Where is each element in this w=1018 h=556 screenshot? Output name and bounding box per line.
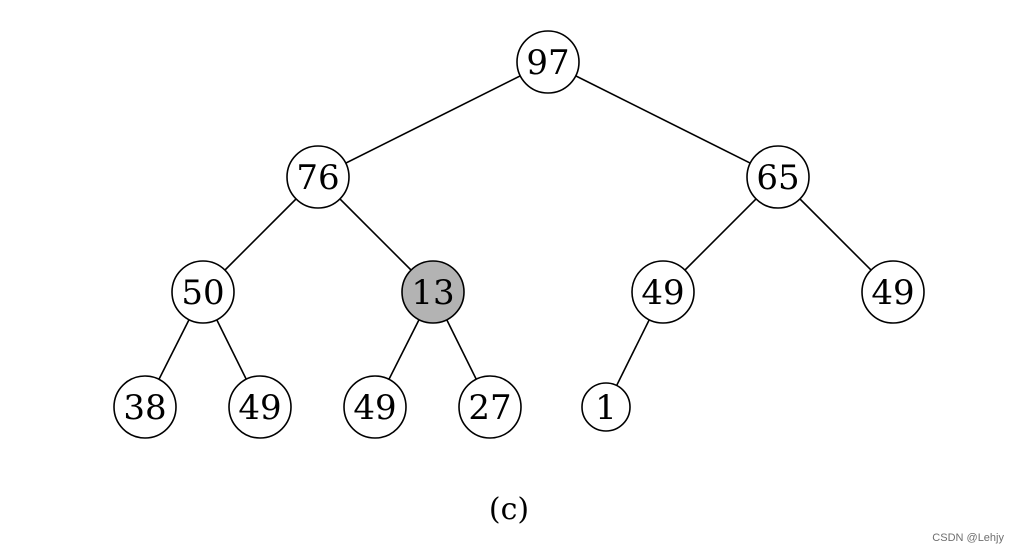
node-circle (581, 382, 631, 432)
tree-node: 49 (228, 375, 292, 439)
node-label: 65 (756, 158, 799, 198)
tree-node: 49 (631, 260, 695, 324)
highlighted-node-circle (401, 260, 465, 324)
node-circle (631, 260, 695, 324)
node-label: 1 (595, 388, 617, 428)
node-label: 27 (468, 388, 511, 428)
tree-edge (547, 61, 779, 178)
tree-edge (317, 61, 549, 178)
node-circle (113, 375, 177, 439)
tree-node: 65 (746, 145, 810, 209)
tree-node: 50 (171, 260, 235, 324)
tree-node: 27 (458, 375, 522, 439)
tree-node: 97 (516, 30, 580, 94)
tree-node: 49 (343, 375, 407, 439)
node-circle (746, 145, 810, 209)
node-label: 38 (123, 388, 166, 428)
tree-node: 1 (581, 382, 631, 432)
node-label: 13 (411, 273, 454, 313)
node-label: 97 (526, 43, 569, 83)
node-label: 49 (641, 273, 684, 313)
node-label: 49 (871, 273, 914, 313)
watermark: CSDN @Lehjy (932, 532, 1004, 544)
node-circle (458, 375, 522, 439)
node-circle (171, 260, 235, 324)
tree-node: 49 (861, 260, 925, 324)
node-circle (286, 145, 350, 209)
tree-node: 38 (113, 375, 177, 439)
tree-node: 76 (286, 145, 350, 209)
node-label: 49 (353, 388, 396, 428)
node-circle (861, 260, 925, 324)
tree-nodes: 97 76 65 50 13 49 49 38 49 49 27 1 (113, 30, 925, 439)
tree-edges (144, 61, 894, 408)
node-label: 76 (296, 158, 339, 198)
figure-caption: (c) (488, 492, 530, 527)
node-circle (343, 375, 407, 439)
node-circle (228, 375, 292, 439)
node-circle (516, 30, 580, 94)
node-label: 50 (181, 273, 224, 313)
tree-node: 13 (401, 260, 465, 324)
node-label: 49 (238, 388, 281, 428)
